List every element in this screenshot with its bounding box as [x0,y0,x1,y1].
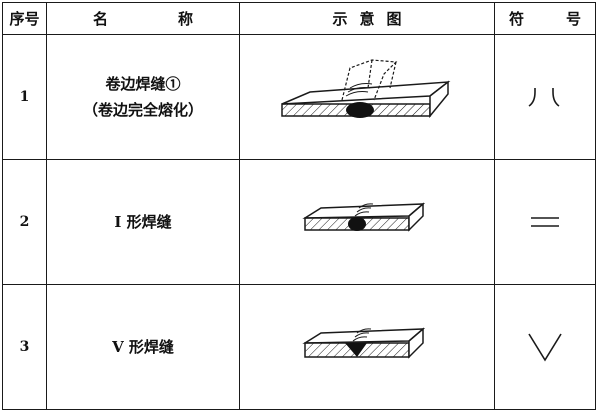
v-symbol-icon [494,284,596,410]
table-row: 2 I 形焊缝 [2,159,596,285]
table-row: 1 卷边焊缝① （卷边完全熔化） [2,34,596,160]
header-name-left: 名 [93,10,109,28]
header-name-right: 称 [177,10,193,28]
flange-weld-symbol-icon [494,34,596,160]
weld-name: V 形焊缝 [46,284,240,410]
row-number: 2 [2,159,47,285]
header-symbol-left: 符 [509,10,525,28]
weld-name: 卷边焊缝① （卷边完全熔化） [46,34,240,160]
weld-name-line1: V 形焊缝 [112,338,174,356]
header-no: 序号 [2,2,47,35]
weld-name-line1: I 形焊缝 [114,213,172,231]
header-diagram: 示意图 [239,2,495,35]
row-number: 1 [2,34,47,160]
header-symbol: 符 号 [494,2,596,35]
weld-name: I 形焊缝 [46,159,240,285]
header-row: 序号 名 称 示意图 符 号 [2,2,596,35]
row-number: 3 [2,284,47,410]
weld-name-line1: 卷边焊缝① [105,75,181,93]
double-line-symbol-icon [494,159,596,285]
weld-name-line2: （卷边完全熔化） [82,101,203,119]
v-groove-weld-diagram-icon [239,284,495,410]
i-groove-weld-diagram-icon [239,159,495,285]
header-symbol-right: 号 [565,10,581,28]
table-row: 3 V 形焊缝 [2,284,596,410]
header-name: 名 称 [46,2,240,35]
flanged-weld-diagram-icon [239,34,495,160]
